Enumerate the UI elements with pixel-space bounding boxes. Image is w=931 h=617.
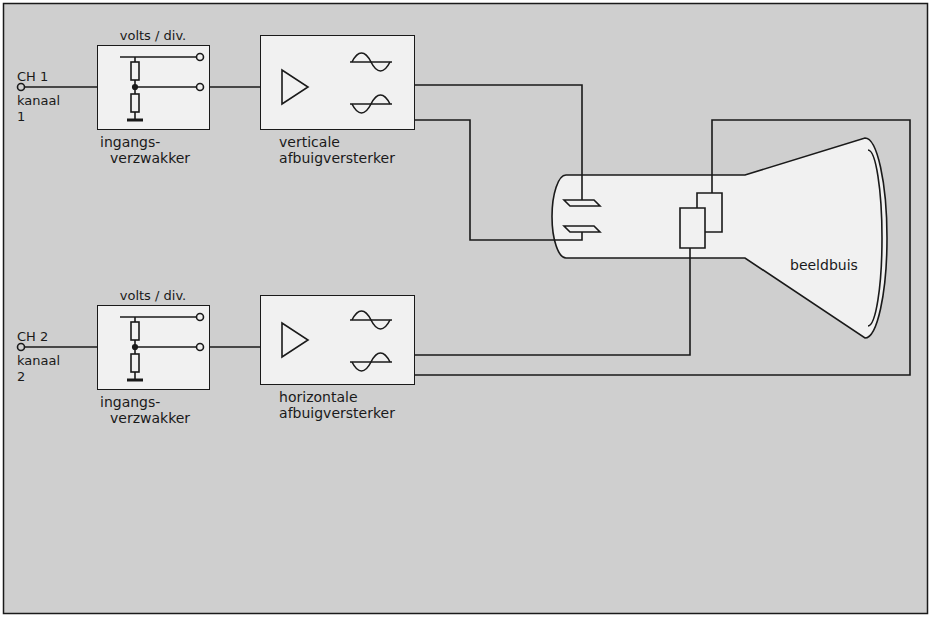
signal-wire	[415, 120, 910, 375]
screen-face	[868, 150, 882, 326]
resistor-symbol	[131, 322, 139, 340]
amplifier-box: verticale afbuigversterker	[260, 35, 415, 130]
input-wire	[25, 346, 98, 348]
box-heading: volts / div.	[120, 28, 186, 44]
vertical-deflection-plate	[564, 200, 600, 206]
text-slot: volts / div.	[98, 25, 208, 44]
divider-wire	[135, 346, 197, 348]
amplifier-symbol	[282, 70, 308, 104]
plate-lead	[689, 248, 691, 340]
signal-wire	[210, 86, 260, 88]
sine-axis	[350, 103, 392, 105]
divider-wire	[134, 317, 136, 322]
divider-wire	[134, 80, 136, 94]
text-slot: beeldbuis	[790, 255, 858, 274]
crt-tube: beeldbuis	[550, 135, 890, 340]
sine-axis	[350, 61, 392, 63]
tap-terminal	[197, 84, 204, 91]
input-terminal	[18, 344, 25, 351]
tube-shape	[552, 138, 887, 338]
divider-wire	[134, 372, 136, 380]
amplifier-box: horizontale afbuigversterker	[260, 295, 415, 385]
resistor-symbol	[131, 94, 139, 112]
text-slot: verticale afbuigversterker	[261, 134, 413, 167]
resistor-symbol	[131, 354, 139, 372]
signal-wire	[210, 346, 260, 348]
divider-wire	[120, 56, 197, 58]
box-heading: volts / div.	[120, 288, 186, 304]
vertical-deflection-plate	[564, 226, 600, 232]
attenuator-box: volts / div.ingangs- verzwakker	[97, 45, 210, 130]
frame-panel	[4, 4, 928, 614]
signal-wire	[415, 85, 582, 135]
amplifier-symbol	[282, 323, 308, 357]
attenuator-box: volts / div.ingangs- verzwakker	[97, 305, 210, 390]
ground-symbol	[127, 379, 143, 382]
box-caption: ingangs- verzwakker	[100, 394, 190, 426]
plate-lead	[581, 135, 583, 200]
text-slot: horizontale afbuigversterker	[261, 389, 413, 422]
channel-label: kanaal 2	[17, 353, 60, 385]
signal-wire	[415, 120, 550, 240]
resistor-symbol	[131, 62, 139, 80]
sine-symbol	[352, 53, 390, 71]
sine-axis	[350, 361, 392, 363]
plate-lead	[711, 135, 713, 193]
plate-lead	[550, 232, 582, 240]
junction-dot	[133, 345, 138, 350]
sine-symbol	[352, 353, 390, 371]
signal-wire	[415, 340, 690, 355]
channel-name: CH 2	[17, 329, 48, 345]
divider-wire	[134, 340, 136, 354]
tap-terminal	[197, 54, 204, 61]
text-slot: volts / div.	[98, 285, 208, 304]
text-slot: ingangs- verzwakker	[100, 394, 190, 427]
junction-dot	[133, 85, 138, 90]
tap-terminal	[197, 344, 204, 351]
horizontal-deflection-plate	[697, 193, 722, 232]
text-slot: kanaal 2	[17, 353, 60, 385]
text-slot: CH 1	[17, 66, 48, 85]
sine-symbol	[352, 311, 390, 329]
divider-wire	[134, 57, 136, 62]
text-slot: CH 2	[17, 326, 48, 345]
box-caption: horizontale afbuigversterker	[279, 389, 395, 421]
text-slot: kanaal 1	[17, 93, 60, 125]
text-slot: ingangs- verzwakker	[100, 134, 190, 167]
horizontal-deflection-plate	[680, 208, 705, 248]
ground-symbol	[127, 119, 143, 122]
channel-name: CH 1	[17, 69, 48, 85]
divider-wire	[135, 86, 197, 88]
channel-label: kanaal 1	[17, 93, 60, 125]
box-caption: ingangs- verzwakker	[100, 134, 190, 166]
tap-terminal	[197, 314, 204, 321]
sine-symbol	[352, 95, 390, 113]
tube-label: beeldbuis	[790, 257, 858, 273]
divider-wire	[120, 316, 197, 318]
sine-axis	[350, 319, 392, 321]
crt-outline	[550, 135, 890, 340]
box-caption: verticale afbuigversterker	[279, 134, 395, 166]
input-terminal	[18, 84, 25, 91]
input-wire	[25, 86, 98, 88]
divider-wire	[134, 112, 136, 120]
